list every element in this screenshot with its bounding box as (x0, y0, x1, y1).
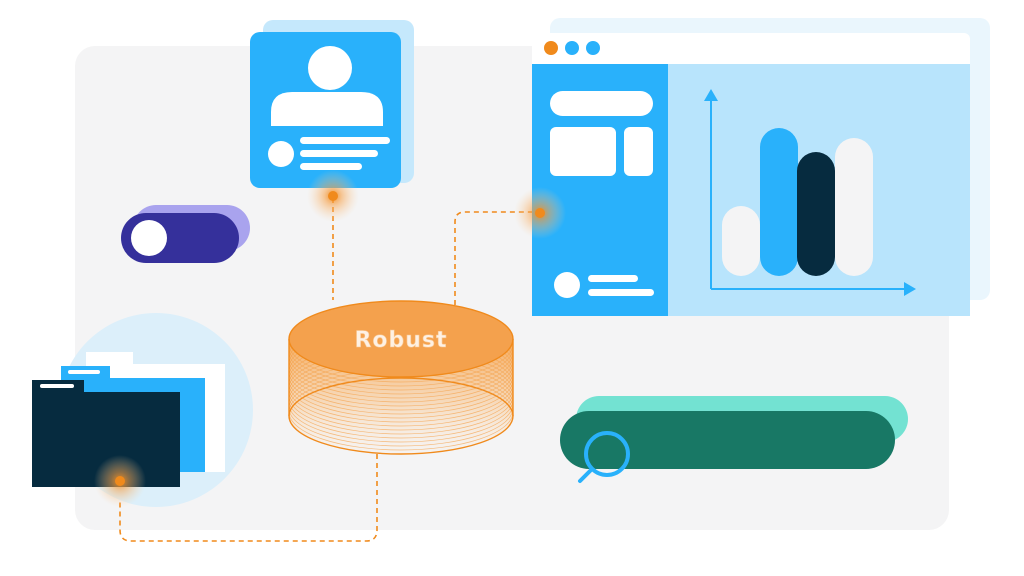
glow-node-browser-core (535, 208, 545, 218)
sidebar-tile-small (624, 127, 653, 176)
search-bar-graphic (560, 396, 908, 483)
chart-bar-3 (797, 152, 835, 276)
folder-front-tab-mark (40, 384, 74, 388)
profile-card (250, 20, 414, 188)
sidebar-tile-large (550, 127, 616, 176)
sidebar-line-2 (588, 289, 654, 296)
user-avatar-small (268, 141, 294, 167)
window-dot-orange (544, 41, 558, 55)
glow-node-profile-core (328, 191, 338, 201)
window-dot-blue-1 (565, 41, 579, 55)
database-cylinder-icon: Robust (288, 300, 514, 455)
chart-x-arrow (904, 282, 916, 296)
magnifier-lens (584, 431, 630, 477)
magnifier-icon (578, 431, 630, 483)
user-line-1 (300, 137, 390, 144)
glow-nodes (94, 170, 566, 507)
user-shoulders (271, 92, 383, 126)
chart-bar-4 (835, 138, 873, 276)
user-line-2 (300, 150, 378, 157)
sidebar-widgets (550, 91, 654, 298)
sidebar-pill (550, 91, 653, 116)
sidebar-avatar (554, 272, 580, 298)
glow-node-folders-core (115, 476, 125, 486)
toggle-knob (131, 220, 167, 256)
database-label: Robust (354, 328, 447, 353)
folder-front (32, 380, 180, 487)
magnifier-handle (578, 467, 594, 483)
folder-middle-tab-mark (68, 370, 100, 374)
connector-lines (119, 198, 540, 542)
user-profile-card-icon (268, 46, 390, 170)
chart-bar-1 (722, 206, 760, 276)
window-dot-blue-2 (586, 41, 600, 55)
search-bar-track (560, 411, 895, 469)
chart-bar-2 (760, 128, 798, 276)
toggle-switch-icon (121, 205, 250, 263)
user-line-3 (300, 163, 362, 170)
user-head (308, 46, 352, 90)
sidebar-line-1 (588, 275, 638, 282)
chart-y-arrow (704, 89, 718, 101)
bar-chart-graphic (704, 89, 916, 296)
browser-window-icon (532, 18, 990, 316)
connector-database-browser (454, 211, 540, 305)
connector-database-folders (119, 454, 378, 542)
